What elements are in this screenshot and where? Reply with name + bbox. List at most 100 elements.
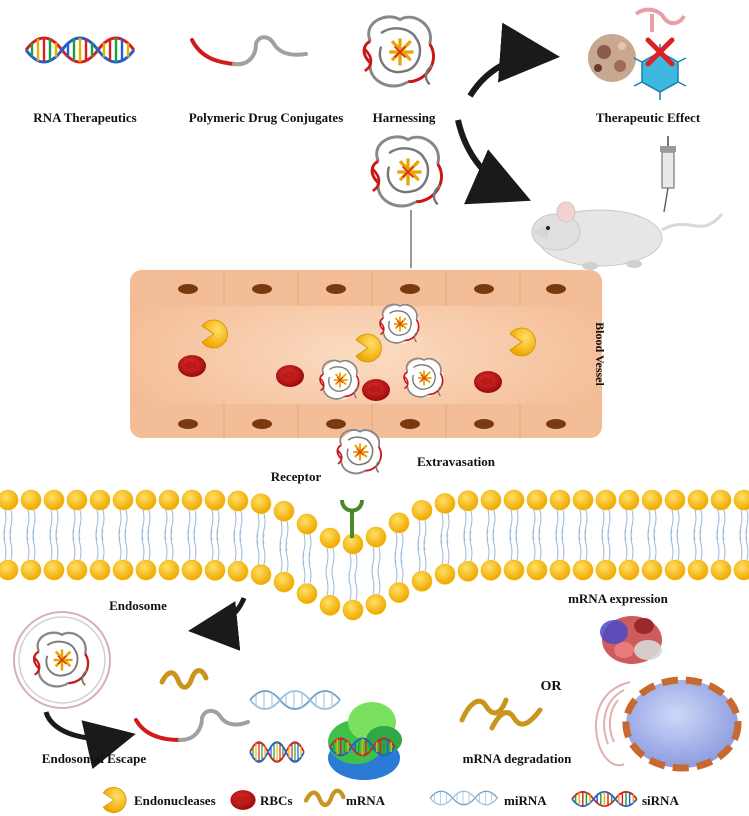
harnessed-nanoparticle-icon <box>362 15 437 89</box>
cell-membrane <box>0 489 749 621</box>
lipid-tails <box>118 509 128 561</box>
legend-label-endonucleases: Endonucleases <box>134 793 216 808</box>
lipid-head-outer <box>503 489 525 511</box>
lipid-head-inner <box>20 559 42 581</box>
lipid-head-inner <box>273 571 295 593</box>
lipid-tails <box>463 510 473 562</box>
lipid-tails <box>141 509 151 561</box>
label-mrna-degradation: mRNA degradation <box>463 751 572 766</box>
lipid-head-inner <box>89 559 111 581</box>
pink-strand-icon <box>634 7 686 32</box>
lipid-head-outer <box>526 489 548 511</box>
rbc-2 <box>276 365 304 387</box>
rbc-4 <box>474 371 502 393</box>
lipid-tails <box>509 509 519 561</box>
lipid-head-inner <box>158 559 180 581</box>
lipid-tails <box>187 509 197 561</box>
lipid-head-outer <box>549 489 571 511</box>
degraded-mrna-icon <box>459 697 543 731</box>
lipid-head-outer <box>664 489 686 511</box>
lipid-head-inner <box>733 559 749 581</box>
label-therapeutic-effect: Therapeutic Effect <box>596 110 701 125</box>
label-receptor: Receptor <box>271 469 322 484</box>
lipid-head-inner <box>411 570 433 592</box>
lipid-tails <box>601 509 611 561</box>
lipid-head-inner <box>503 559 525 581</box>
released-polymer <box>134 709 250 742</box>
mirna-strand <box>249 690 341 710</box>
lipid-head-outer <box>480 489 502 511</box>
sirna-strand <box>248 741 306 763</box>
legend-label-sirna: siRNA <box>642 793 679 808</box>
lipid-head-outer <box>687 489 709 511</box>
lipid-head-outer <box>641 489 663 511</box>
lipid-head-inner <box>342 599 364 621</box>
arrow-endosomal-escape <box>43 711 136 770</box>
lipid-tails <box>578 509 588 561</box>
lipid-tails <box>348 553 358 601</box>
released-mrna <box>162 671 206 688</box>
protein-structure-icon <box>600 616 662 664</box>
endothelial-cells-top <box>178 284 566 294</box>
lipid-head-outer <box>365 526 387 548</box>
lipid-tails <box>624 509 634 561</box>
lipid-head-inner <box>319 594 341 616</box>
lipid-tails <box>164 509 174 561</box>
lipid-tails <box>486 510 496 561</box>
arrow-to-therapeutic-effect <box>467 22 560 98</box>
label-harnessing: Harnessing <box>373 110 436 125</box>
lipid-head-inner <box>112 559 134 581</box>
label-polymeric-conjugates: Polymeric Drug Conjugates <box>189 110 344 125</box>
lipid-tails <box>325 547 335 596</box>
lipid-head-inner <box>0 559 19 581</box>
rbc-1 <box>178 355 206 377</box>
sirna-icon <box>571 790 638 808</box>
lipid-tails <box>210 510 220 561</box>
lipid-tails <box>302 533 312 584</box>
mirna-icon <box>429 790 499 806</box>
lipid-head-inner <box>572 559 594 581</box>
lipid-tails <box>670 509 680 561</box>
syringe-icon <box>660 136 676 213</box>
lipid-head-inner <box>250 564 272 585</box>
lipid-head-outer <box>618 489 640 511</box>
rbc-3 <box>362 379 390 401</box>
lipid-head-outer <box>595 489 617 511</box>
label-or: OR <box>541 679 563 694</box>
label-mrna-expression: mRNA expression <box>568 591 669 606</box>
mouse-icon <box>531 201 724 270</box>
legend: Endonucleases RBCs mRNA miRNA siRNA <box>102 787 679 813</box>
lipid-head-inner <box>618 559 640 581</box>
arrow-to-endosome <box>188 596 247 651</box>
lipid-tails <box>371 546 381 595</box>
lipid-head-inner <box>43 559 65 581</box>
lipid-tails <box>3 509 13 561</box>
lipid-head-inner <box>204 560 226 581</box>
lipid-tails <box>647 509 657 561</box>
rna-therapeutics-dna-icon <box>24 36 136 64</box>
lipid-tails <box>26 509 36 561</box>
lipid-tails <box>233 510 243 562</box>
lipid-tails <box>256 513 266 565</box>
legend-label-rbcs: RBCs <box>260 793 293 808</box>
lipid-tails <box>716 509 726 561</box>
receptor-icon <box>340 499 364 538</box>
lipid-tails <box>394 532 404 583</box>
lipid-tails <box>49 509 59 561</box>
lipid-head-outer <box>296 513 318 535</box>
endoplasmic-reticulum-icon <box>595 681 631 767</box>
lipid-head-outer <box>710 489 732 511</box>
label-endosomal-escape: Endosomal Escape <box>42 751 147 766</box>
lipid-tails <box>417 520 427 572</box>
lipid-head-outer <box>227 490 249 512</box>
lipid-head-outer <box>158 489 180 511</box>
lipid-head-inner <box>595 559 617 581</box>
lipid-head-inner <box>641 559 663 581</box>
endosome <box>13 611 111 709</box>
label-extravasation: Extravasation <box>417 454 496 469</box>
lipid-head-inner <box>457 560 479 582</box>
polymer-conjugate-icon <box>190 35 308 67</box>
endothelial-cells-bottom <box>178 419 566 429</box>
lipid-head-outer <box>411 499 433 521</box>
